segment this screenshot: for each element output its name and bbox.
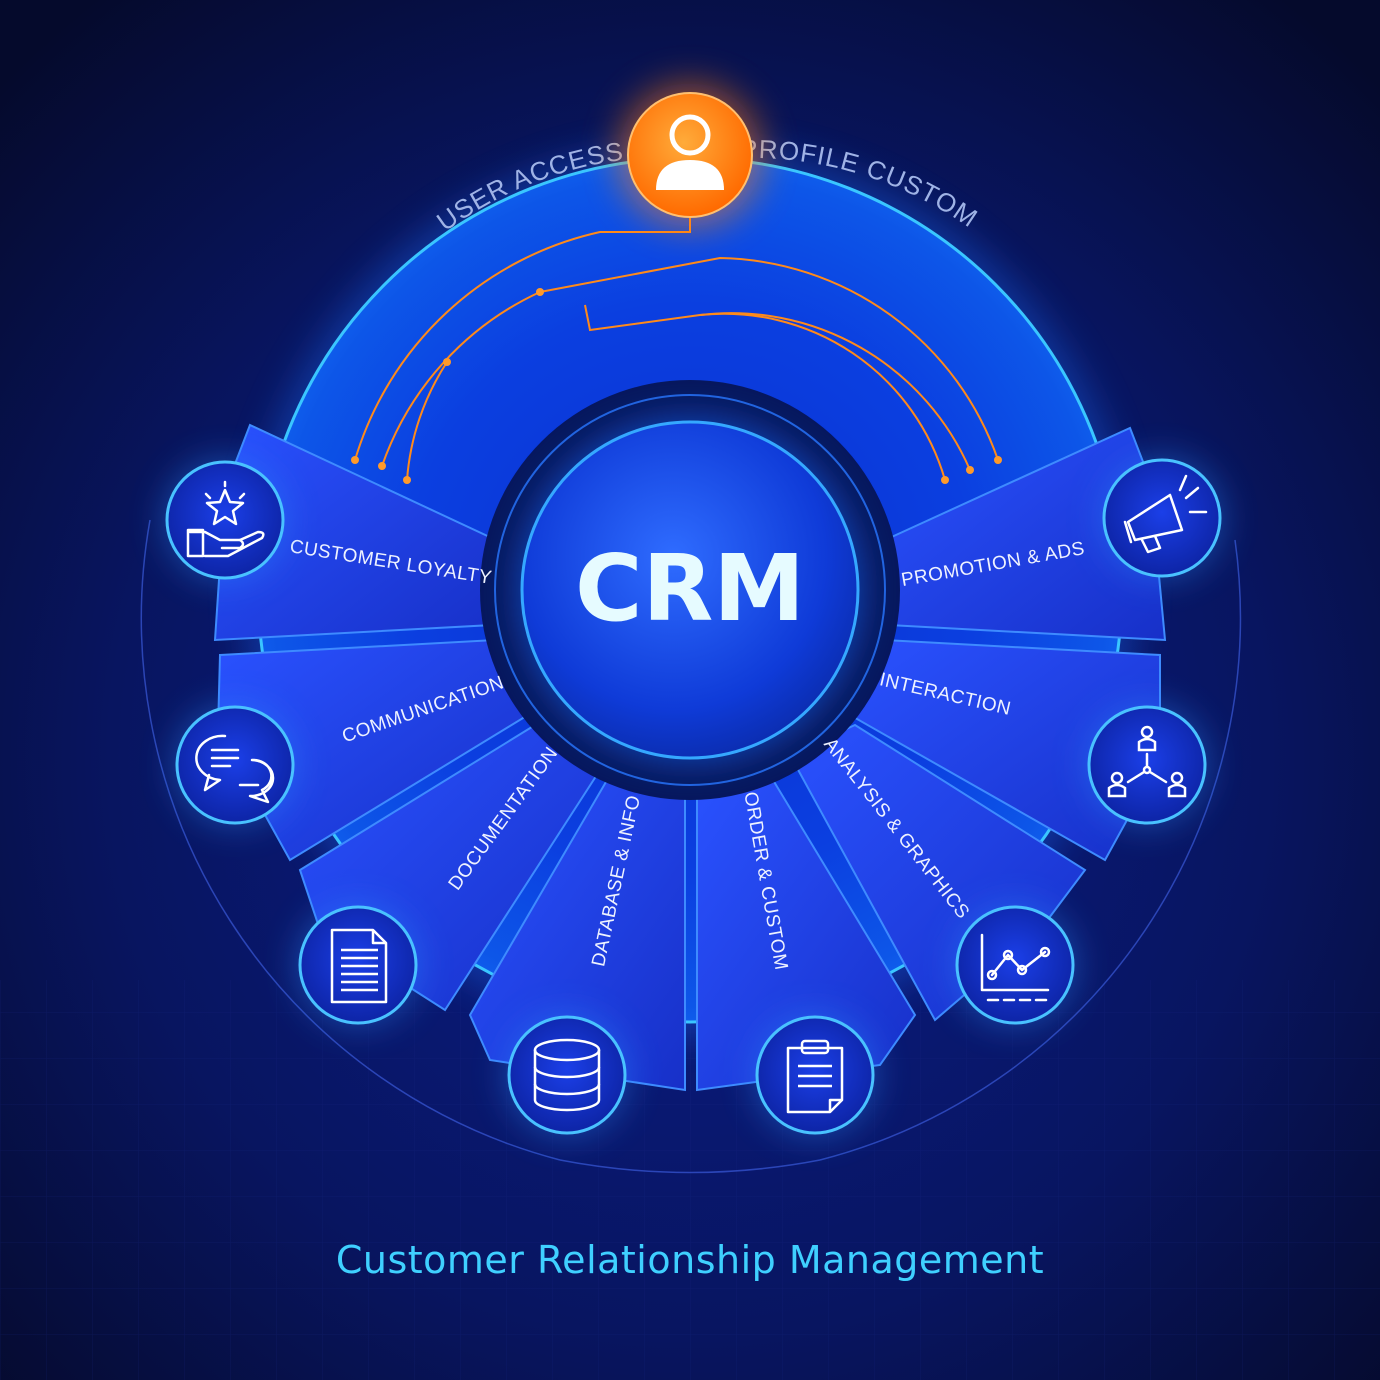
database-icon — [533, 1038, 601, 1112]
caption: Customer Relationship Management — [335, 1238, 1045, 1282]
connector-arc-left — [140, 519, 561, 1161]
core-ring-outline — [494, 394, 886, 786]
icon-node-analysis-graphics[interactable] — [955, 905, 1075, 1025]
connector-arc-right — [819, 539, 1242, 1161]
connector-arc-bottom — [559, 1159, 821, 1174]
line-chart-icon — [980, 933, 1051, 1002]
icon-node-interaction[interactable] — [1087, 705, 1207, 825]
user-icon — [656, 114, 724, 190]
icon-node-communication[interactable] — [175, 705, 295, 825]
document-icon — [330, 928, 388, 1004]
chat-bubbles-icon — [195, 734, 275, 804]
circuit-lines — [354, 218, 999, 481]
icon-node-database-info[interactable] — [507, 1015, 627, 1135]
icon-node-customer-loyalty[interactable] — [165, 460, 285, 580]
segment-database-info[interactable] — [468, 773, 686, 1092]
circuit-dots — [351, 288, 1002, 484]
icon-node-promotion-ads[interactable] — [1102, 458, 1222, 578]
hand-star-icon — [186, 480, 265, 558]
background-grid — [0, 980, 1380, 1380]
clipboard-icon — [786, 1039, 844, 1114]
top-user-node[interactable] — [618, 83, 762, 227]
crm-core[interactable] — [520, 420, 860, 760]
network-icon — [1107, 725, 1187, 798]
icon-node-order-custom[interactable] — [755, 1015, 875, 1135]
megaphone-icon — [1123, 474, 1208, 554]
icon-node-documentation[interactable] — [298, 905, 418, 1025]
crm-core-label: CRM — [575, 535, 805, 642]
